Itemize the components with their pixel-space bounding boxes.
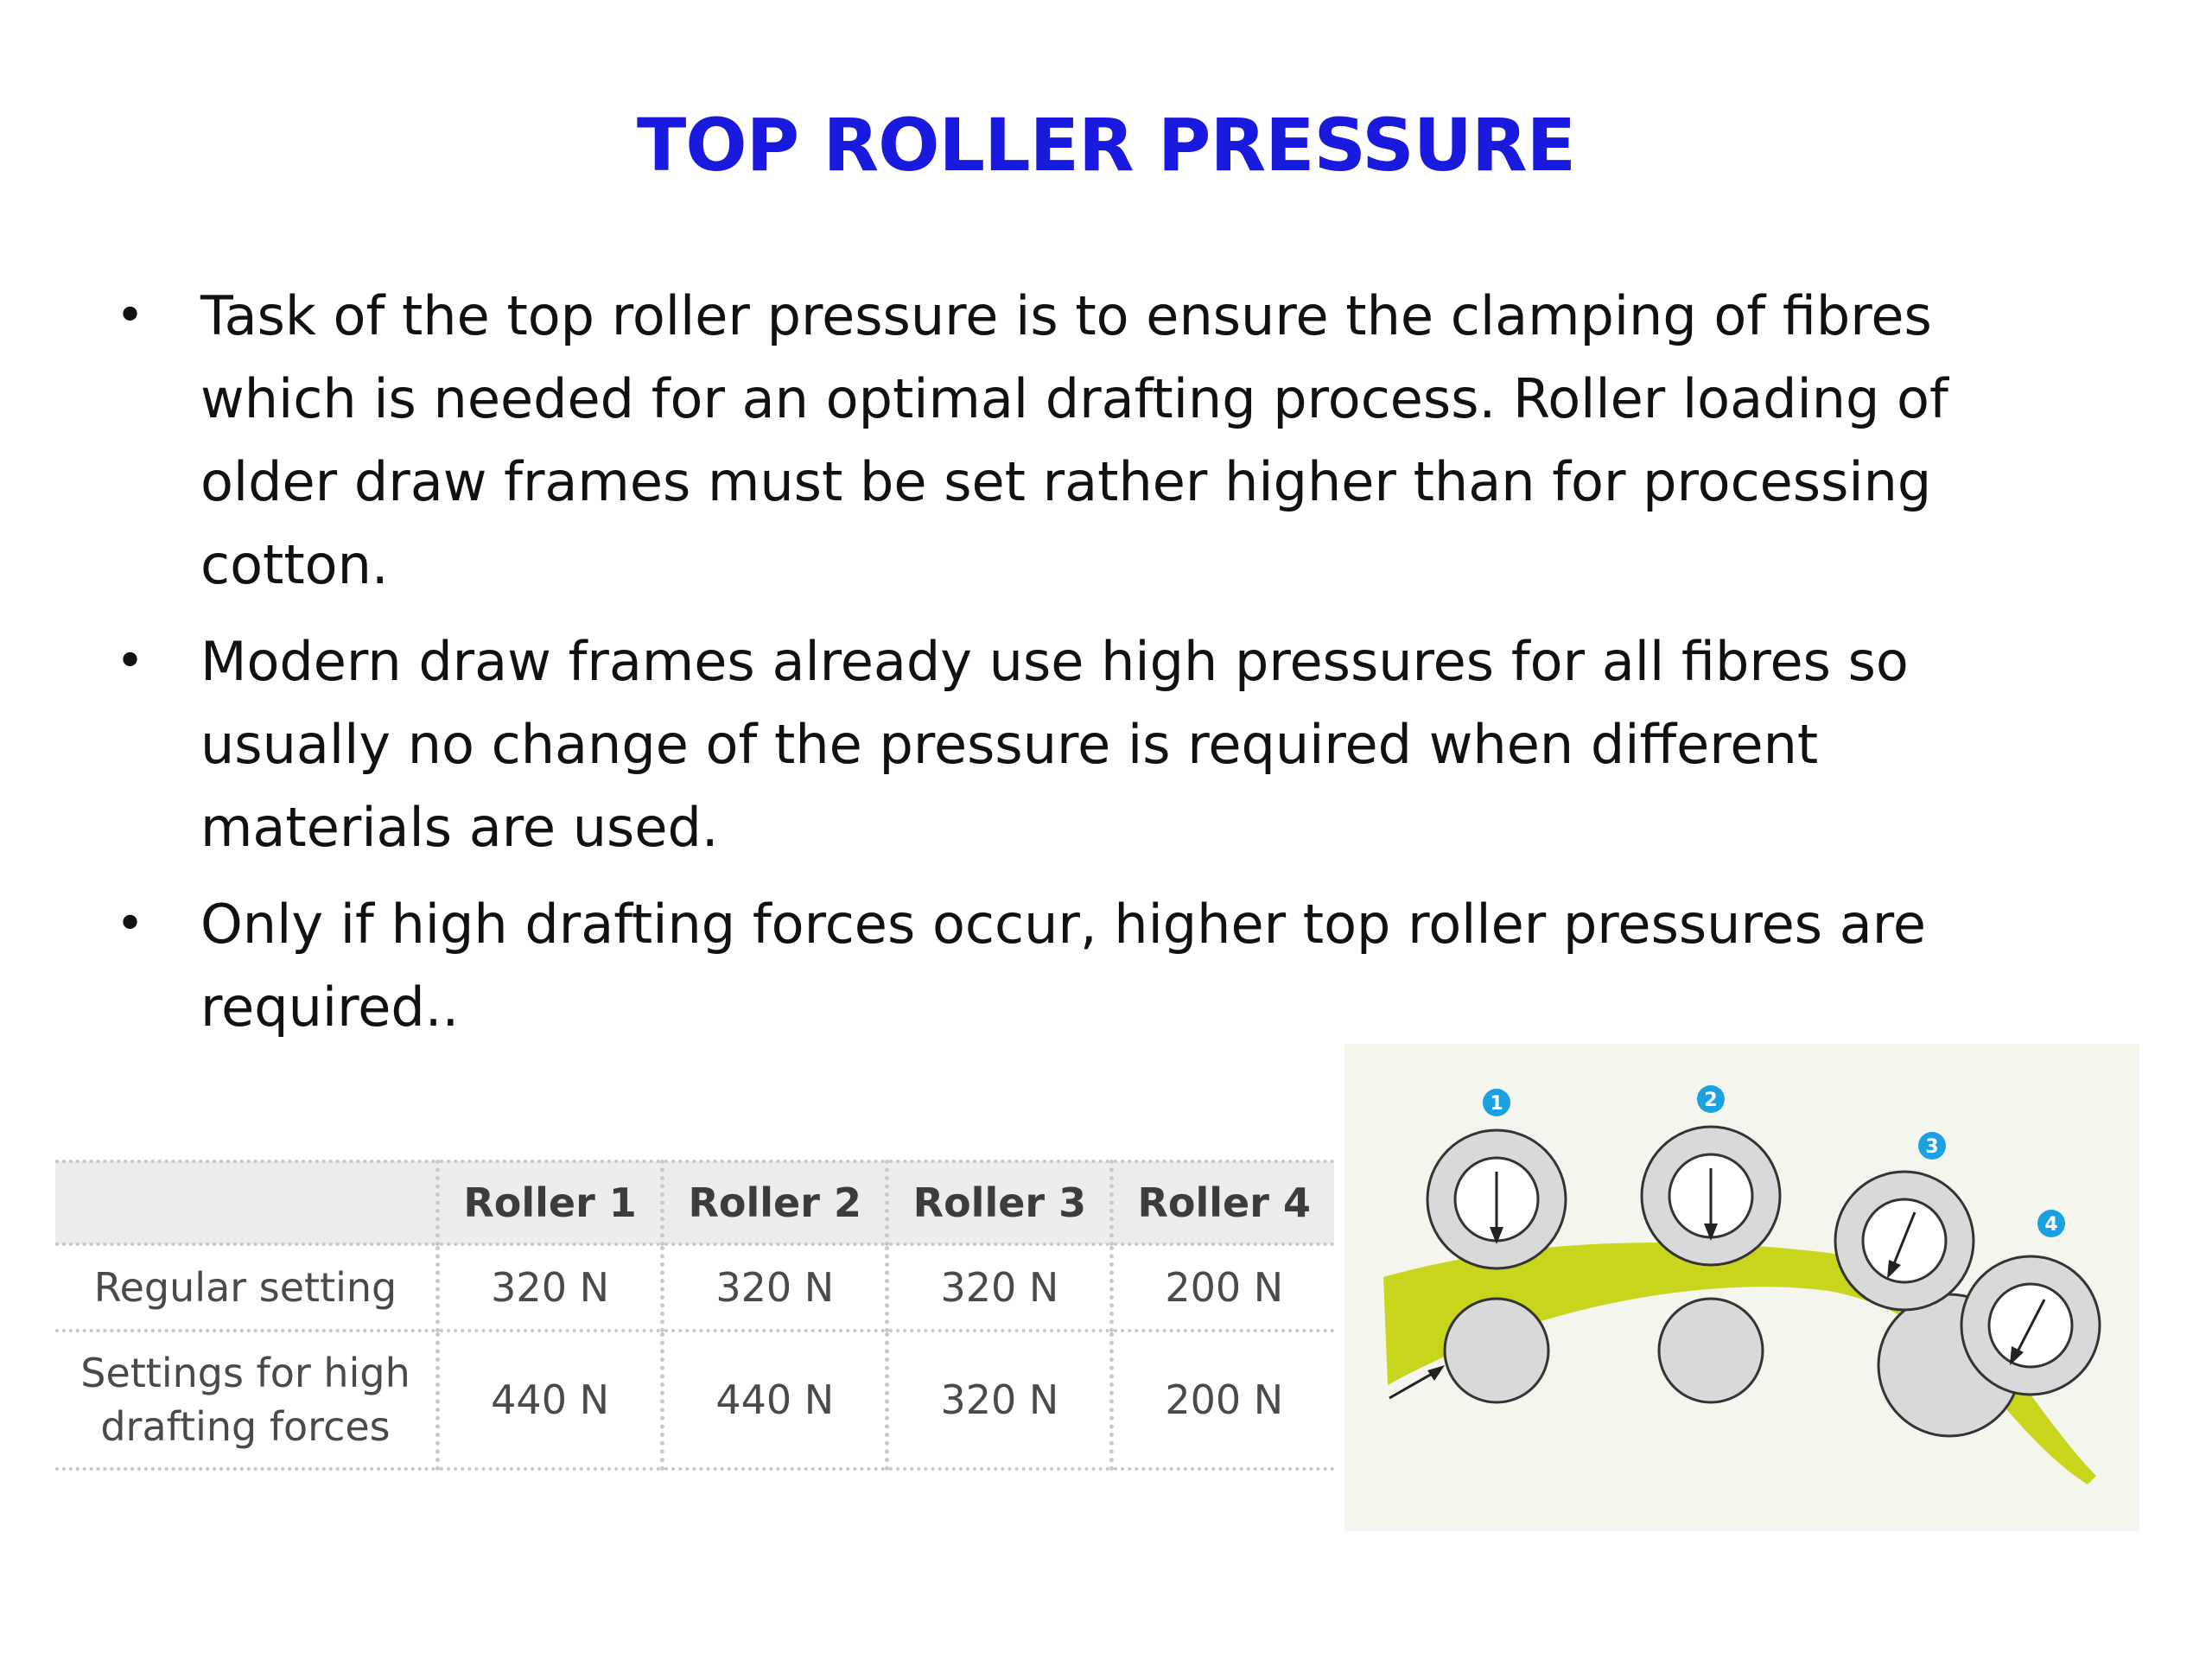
badge-1-icon: 1 xyxy=(1483,1089,1510,1116)
drafting-rollers-svg: 1 2 3 4 xyxy=(1383,1085,2101,1484)
bullet-item: • Modern draw frames already use high pr… xyxy=(111,620,2063,869)
bottom-roller xyxy=(1443,1297,1550,1404)
bottom-roller xyxy=(1657,1297,1764,1404)
badge-2-icon: 2 xyxy=(1697,1085,1725,1113)
badge-4-icon: 4 xyxy=(2037,1210,2065,1237)
badge-2-label: 2 xyxy=(1704,1090,1717,1111)
top-roller-2 xyxy=(1640,1125,1782,1267)
drafting-rollers-diagram: 1 2 3 4 xyxy=(1344,1044,2139,1531)
bullet-dot: • xyxy=(116,633,145,690)
bullet-list: • Task of the top roller pressure is to … xyxy=(111,275,2063,1063)
table-header-roller-3: Roller 3 xyxy=(887,1161,1115,1246)
table-cell: 320 N xyxy=(887,1331,1115,1471)
badge-3-icon: 3 xyxy=(1918,1132,1946,1160)
roller-pressure-table-wrap: Roller 1 Roller 2 Roller 3 Roller 4 Regu… xyxy=(55,1160,1334,1471)
bullet-text: Task of the top roller pressure is to en… xyxy=(200,284,1948,596)
slide-title: TOP ROLLER PRESSURE xyxy=(636,103,1576,188)
roller-pressure-table: Roller 1 Roller 2 Roller 3 Roller 4 Regu… xyxy=(55,1160,1334,1471)
table-header-row: Roller 1 Roller 2 Roller 3 Roller 4 xyxy=(55,1161,1334,1246)
bullet-item: • Only if high drafting forces occur, hi… xyxy=(111,883,2063,1049)
top-roller-1 xyxy=(1426,1128,1567,1270)
table-header-cell-empty xyxy=(55,1161,440,1246)
top-roller-4 xyxy=(1960,1255,2101,1396)
table-cell: 200 N xyxy=(1111,1331,1334,1471)
table-cell: 200 N xyxy=(1111,1244,1334,1332)
table-row: Regular setting 320 N 320 N 320 N 200 N xyxy=(55,1244,1334,1332)
table-cell: 440 N xyxy=(662,1331,890,1471)
table-cell: 320 N xyxy=(887,1244,1115,1332)
badge-3-label: 3 xyxy=(1925,1136,1938,1158)
table-header-roller-2: Roller 2 xyxy=(662,1161,890,1246)
table-cell: 320 N xyxy=(662,1244,890,1332)
badge-4-label: 4 xyxy=(2044,1214,2057,1236)
table-cell: 440 N xyxy=(437,1331,665,1471)
row-label: Settings for high drafting forces xyxy=(55,1331,440,1471)
bullet-text: Modern draw frames already use high pres… xyxy=(200,630,1909,859)
top-roller-3 xyxy=(1834,1170,1975,1312)
row-label: Regular setting xyxy=(55,1244,440,1332)
table-header-roller-4: Roller 4 xyxy=(1111,1161,1334,1246)
bullet-dot: • xyxy=(116,896,145,952)
feed-arrow-icon xyxy=(1389,1365,1445,1400)
badge-1-label: 1 xyxy=(1490,1093,1503,1115)
bullet-dot: • xyxy=(116,288,145,344)
bullet-item: • Task of the top roller pressure is to … xyxy=(111,275,2063,607)
bullet-text: Only if high drafting forces occur, high… xyxy=(200,893,1927,1039)
table-header-roller-1: Roller 1 xyxy=(437,1161,665,1246)
table-cell: 320 N xyxy=(437,1244,665,1332)
table-row: Settings for high drafting forces 440 N … xyxy=(55,1331,1334,1471)
